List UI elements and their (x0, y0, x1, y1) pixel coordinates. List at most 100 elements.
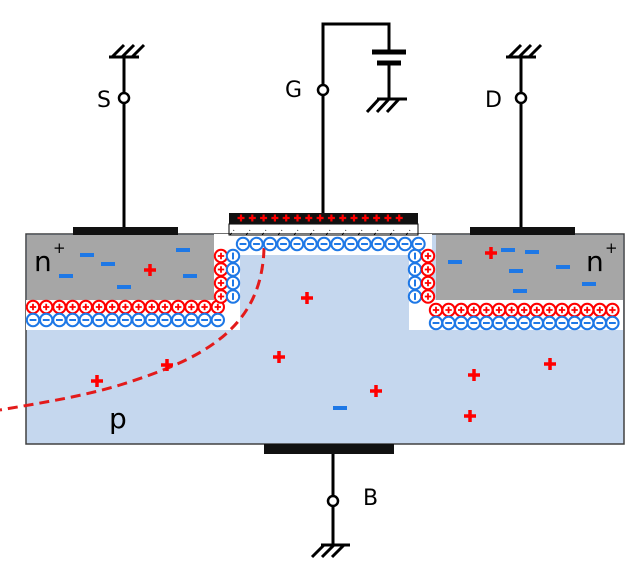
drain-side-positive-ion (420, 262, 436, 277)
gate-positive-charge (361, 214, 369, 222)
source-junction-positive-ion (65, 299, 80, 315)
source-side-positive-ion (213, 289, 229, 304)
drain-side-negative-ion (407, 275, 423, 291)
channel-negative-ion (235, 236, 251, 252)
gate-positive-charge (384, 214, 392, 222)
drain-junction-negative-ion (428, 315, 444, 331)
source-junction-positive-ion (118, 299, 133, 315)
gate-positive-charge (305, 214, 313, 222)
source-junction-positive-ion (25, 299, 41, 315)
gate-label: G (285, 78, 302, 103)
drain-junction-negative-ion (479, 315, 494, 331)
drain-terminal[interactable] (514, 91, 528, 105)
drain-junction-negative-ion (580, 315, 595, 331)
source-contact (73, 227, 178, 235)
source-side-negative-ion (225, 275, 241, 291)
drain-junction-positive-ion (466, 302, 481, 318)
source-junction-negative-ion (118, 312, 133, 328)
gate-positive-charge (350, 214, 358, 222)
depletion-boundary-curve (0, 247, 266, 412)
drain-junction-positive-ion (554, 302, 570, 318)
source-junction-positive-ion (91, 299, 107, 315)
source-side-negative-ion (225, 262, 241, 277)
drain-junction-negative-ion (504, 315, 519, 331)
drain-junction-positive-ion (479, 302, 494, 318)
gate-positive-charge (237, 214, 245, 222)
source-junction-positive-ion (78, 299, 93, 315)
gate-positive-charge (282, 214, 290, 222)
source-junction-positive-ion (52, 299, 67, 315)
source-junction-positive-ion (197, 299, 212, 315)
gate-positive-charge (316, 214, 324, 222)
source-doping-sup: + (53, 239, 66, 257)
channel-negative-ion (357, 236, 372, 252)
gate-positive-charge (260, 214, 268, 222)
drain-junction-negative-ion (542, 315, 557, 331)
drain-junction-positive-ion (491, 302, 507, 318)
drain-side-positive-ion (420, 275, 436, 291)
gate-terminal[interactable] (316, 83, 330, 97)
drain-junction-negative-ion (592, 315, 607, 331)
channel-negative-ion (397, 236, 413, 252)
gate-positive-charge (248, 214, 256, 222)
source-junction-negative-ion (210, 312, 225, 328)
channel-negative-ion (316, 236, 332, 252)
drain-side-negative-ion (407, 262, 423, 277)
gate-oxide (228, 223, 419, 236)
drain-contact (470, 227, 575, 235)
drain-doping-label: n (586, 245, 604, 278)
source-junction-negative-ion (197, 312, 212, 328)
source-junction-positive-ion (131, 299, 146, 315)
source-doping-label: n (34, 245, 52, 278)
source-terminal[interactable] (117, 91, 131, 105)
gate-positive-charges (237, 214, 403, 222)
source-side-positive-ion (213, 248, 229, 264)
body-terminal[interactable] (326, 494, 340, 508)
source-junction-negative-ion (131, 312, 146, 328)
body-label: B (363, 486, 378, 511)
source-side-negative-ion (225, 289, 241, 304)
body-contact (264, 444, 394, 454)
channel-negative-ion (276, 236, 291, 252)
drain-junction-positive-ion (441, 302, 456, 318)
drain-junction-positive-ion (504, 302, 519, 318)
gate-positive-charge (339, 214, 347, 222)
channel-negative-ion (370, 236, 386, 252)
drain-label: D (485, 88, 502, 113)
drain-side-positive-ion (420, 248, 436, 264)
drain-junction-positive-ion (592, 302, 607, 318)
source-side-positive-ion (213, 275, 229, 291)
source-junction-negative-ion (52, 312, 67, 328)
source-junction-negative-ion (144, 312, 159, 328)
source-junction-positive-ion (171, 299, 186, 315)
drain-junction-positive-ion (517, 302, 532, 318)
channel-negative-ion (303, 236, 318, 252)
gate-positive-charge (373, 214, 381, 222)
drain-junction-negative-ion (454, 315, 469, 331)
drain-junction-negative-ion (567, 315, 582, 331)
drain-junction-positive-ion (567, 302, 582, 318)
gate-ground-icon (365, 97, 407, 114)
source-junction-positive-ion (39, 299, 54, 315)
drain-junction-negative-ion (529, 315, 544, 331)
channel-negative-ion (249, 236, 264, 252)
substrate-doping-label: p (109, 402, 127, 435)
source-junction-negative-ion (157, 312, 173, 328)
source-junction-negative-ion (91, 312, 107, 328)
source-junction-negative-ion (184, 312, 199, 328)
drain-ground-icon (506, 43, 543, 59)
source-label: S (97, 88, 111, 113)
source-side-negative-ion (225, 248, 241, 264)
drain-junction-negative-ion (491, 315, 507, 331)
channel-negative-ion (384, 236, 399, 252)
body-ground-icon (310, 543, 350, 559)
gate-positive-charge (294, 214, 301, 222)
drain-junction-negative-ion (517, 315, 532, 331)
source-side-positive-ion (213, 262, 229, 277)
drain-junction-positive-ion (454, 302, 469, 318)
source-junction-negative-ion (25, 312, 41, 328)
drain-junction-negative-ion (554, 315, 570, 331)
drain-junction-positive-ion (529, 302, 544, 318)
channel-negative-ion (330, 236, 345, 252)
source-junction-negative-ion (171, 312, 186, 328)
